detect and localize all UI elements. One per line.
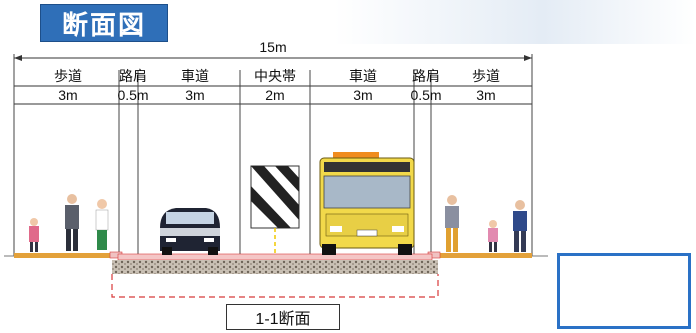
blue-outline-box (557, 253, 691, 329)
page-title: 断面図 (40, 4, 168, 42)
section-width: 3m (353, 87, 372, 103)
hazard-stripes (251, 166, 299, 228)
sidewalk-right (440, 253, 532, 258)
section-name: 車道 (181, 68, 209, 84)
section-name: 歩道 (472, 68, 500, 84)
section-width: 2m (265, 87, 284, 103)
subgrade-outline (111, 274, 439, 298)
car-illustration (160, 208, 220, 255)
arrow-right-icon (524, 55, 532, 61)
pedestrians-right (445, 195, 527, 252)
arrow-left-icon (14, 55, 22, 61)
section-width: 3m (58, 87, 77, 103)
section-width: 0.5m (410, 87, 441, 103)
section-name: 歩道 (54, 68, 82, 84)
section-width: 3m (476, 87, 495, 103)
bus-illustration (319, 152, 415, 255)
section-name: 中央帯 (254, 68, 296, 84)
section-name: 路肩 (119, 68, 147, 84)
section-caption: 1-1断面 (226, 304, 340, 330)
section-name: 車道 (349, 68, 377, 84)
pedestrians-left (29, 194, 109, 252)
section-names: 歩道 路肩 車道 中央帯 車道 路肩 歩道 (54, 68, 500, 84)
section-width: 0.5m (117, 87, 148, 103)
sidewalk-left (14, 253, 110, 258)
section-widths: 3m 0.5m 3m 2m 3m 0.5m 3m (58, 87, 495, 103)
section-name: 路肩 (412, 68, 440, 84)
total-width-label: 15m (259, 39, 286, 55)
gravel-layer (112, 260, 438, 274)
section-width: 3m (185, 87, 204, 103)
